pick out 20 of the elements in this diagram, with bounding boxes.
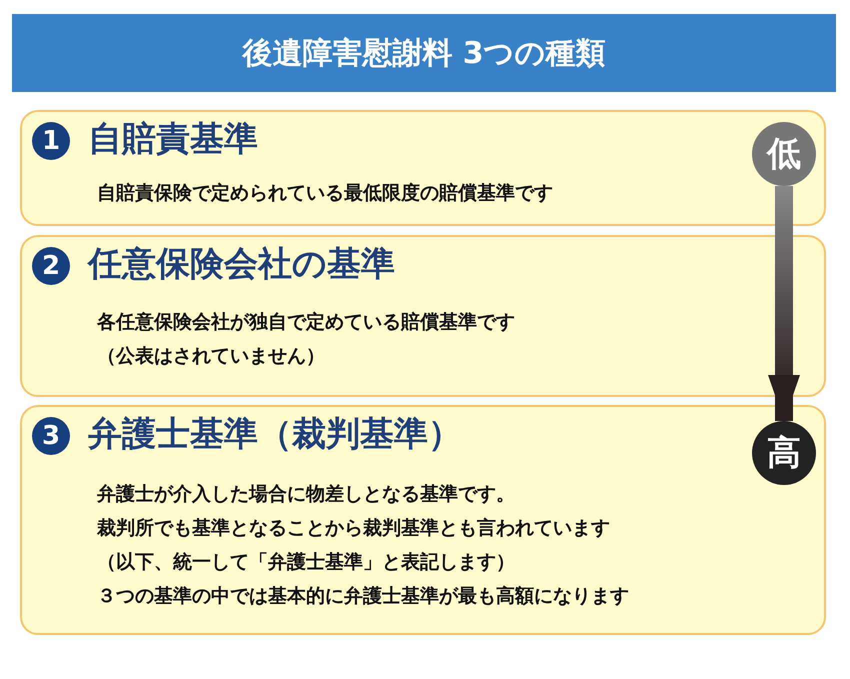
description-text: 各任意保険会社が独自で定めている賠償基準です <box>97 310 515 335</box>
description-text: 弁護士が介入した場合に物差しとなる基準です。 <box>97 482 515 507</box>
level-circle: 高 <box>752 421 816 485</box>
criterion-card <box>20 235 826 397</box>
number-badge: 1 <box>32 122 70 160</box>
card-heading: 任意保険会社の基準 <box>88 243 395 286</box>
number-badge: 3 <box>32 417 70 455</box>
description-text: 裁判所でも基準となることから裁判基準とも言われています <box>97 516 610 541</box>
criterion-card <box>20 110 826 226</box>
card-heading: 弁護士基準（裁判基準） <box>88 413 462 456</box>
card-heading: 自賠責基準 <box>88 118 258 161</box>
level-circle: 低 <box>752 122 816 186</box>
criterion-card <box>20 405 826 635</box>
arrow <box>768 186 800 421</box>
description-text: 自賠責保険で定められている最低限度の賠償基準です <box>97 181 553 206</box>
title-banner: 後遺障害慰謝料 3つの種類 <box>12 14 836 92</box>
number-badge: 2 <box>32 247 70 285</box>
description-text: ３つの基準の中では基本的に弁護士基準が最も高額になります <box>97 584 629 609</box>
description-text: （公表はされていません） <box>97 344 325 369</box>
description-text: （以下、統一して「弁護士基準」と表記します） <box>97 550 515 575</box>
